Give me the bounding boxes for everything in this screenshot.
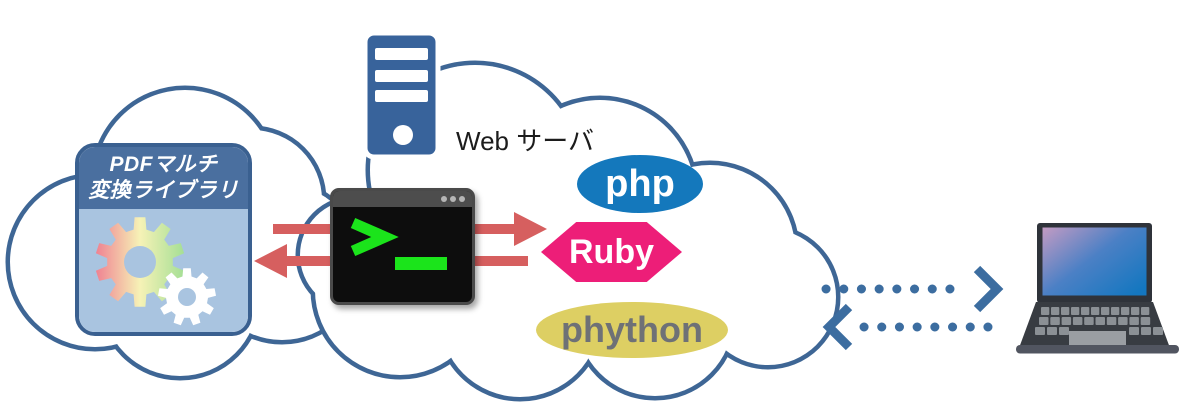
server-slot — [375, 90, 428, 102]
server-slot — [375, 70, 428, 82]
large-gear-hole — [124, 246, 156, 278]
python-label: phython — [561, 309, 703, 350]
php-label: php — [605, 162, 675, 205]
terminal-dot — [441, 196, 447, 202]
gears-icon — [95, 217, 216, 326]
python-badge: phython — [536, 302, 728, 358]
prompt-cursor — [395, 257, 447, 270]
pdf-library-title-line2: 変換ライブラリ — [88, 179, 239, 202]
terminal-dot — [450, 196, 456, 202]
ruby-badge: Ruby — [541, 222, 682, 282]
web-server-label: Web サーバ — [456, 126, 594, 156]
server-power-button — [393, 125, 413, 145]
terminal-prompt-icon — [350, 217, 447, 270]
terminal-titlebar — [333, 191, 472, 207]
dotted-arrow-to-client — [821, 265, 1004, 313]
terminal-dot — [459, 196, 465, 202]
laptop-touchpad — [1069, 331, 1126, 347]
laptop-screen — [1042, 227, 1147, 296]
small-gear-hole — [178, 288, 196, 306]
ruby-label: Ruby — [569, 232, 654, 271]
server-slot — [375, 48, 428, 60]
laptop-icon — [1016, 223, 1179, 354]
php-badge: php — [577, 155, 703, 213]
pdf-library-title: PDFマルチ 変換ライブラリ — [79, 147, 248, 209]
pdf-library-title-line1: PDFマルチ — [109, 153, 218, 176]
dotted-arrow-from-client — [822, 303, 1010, 351]
server-icon — [362, 30, 441, 160]
pdf-library-box: PDFマルチ 変換ライブラリ — [75, 143, 252, 336]
prompt-chevron — [350, 217, 399, 257]
laptop-keys — [1035, 307, 1163, 335]
terminal-icon — [330, 188, 475, 305]
laptop-base — [1016, 345, 1179, 354]
pdf-library-body — [79, 209, 248, 332]
